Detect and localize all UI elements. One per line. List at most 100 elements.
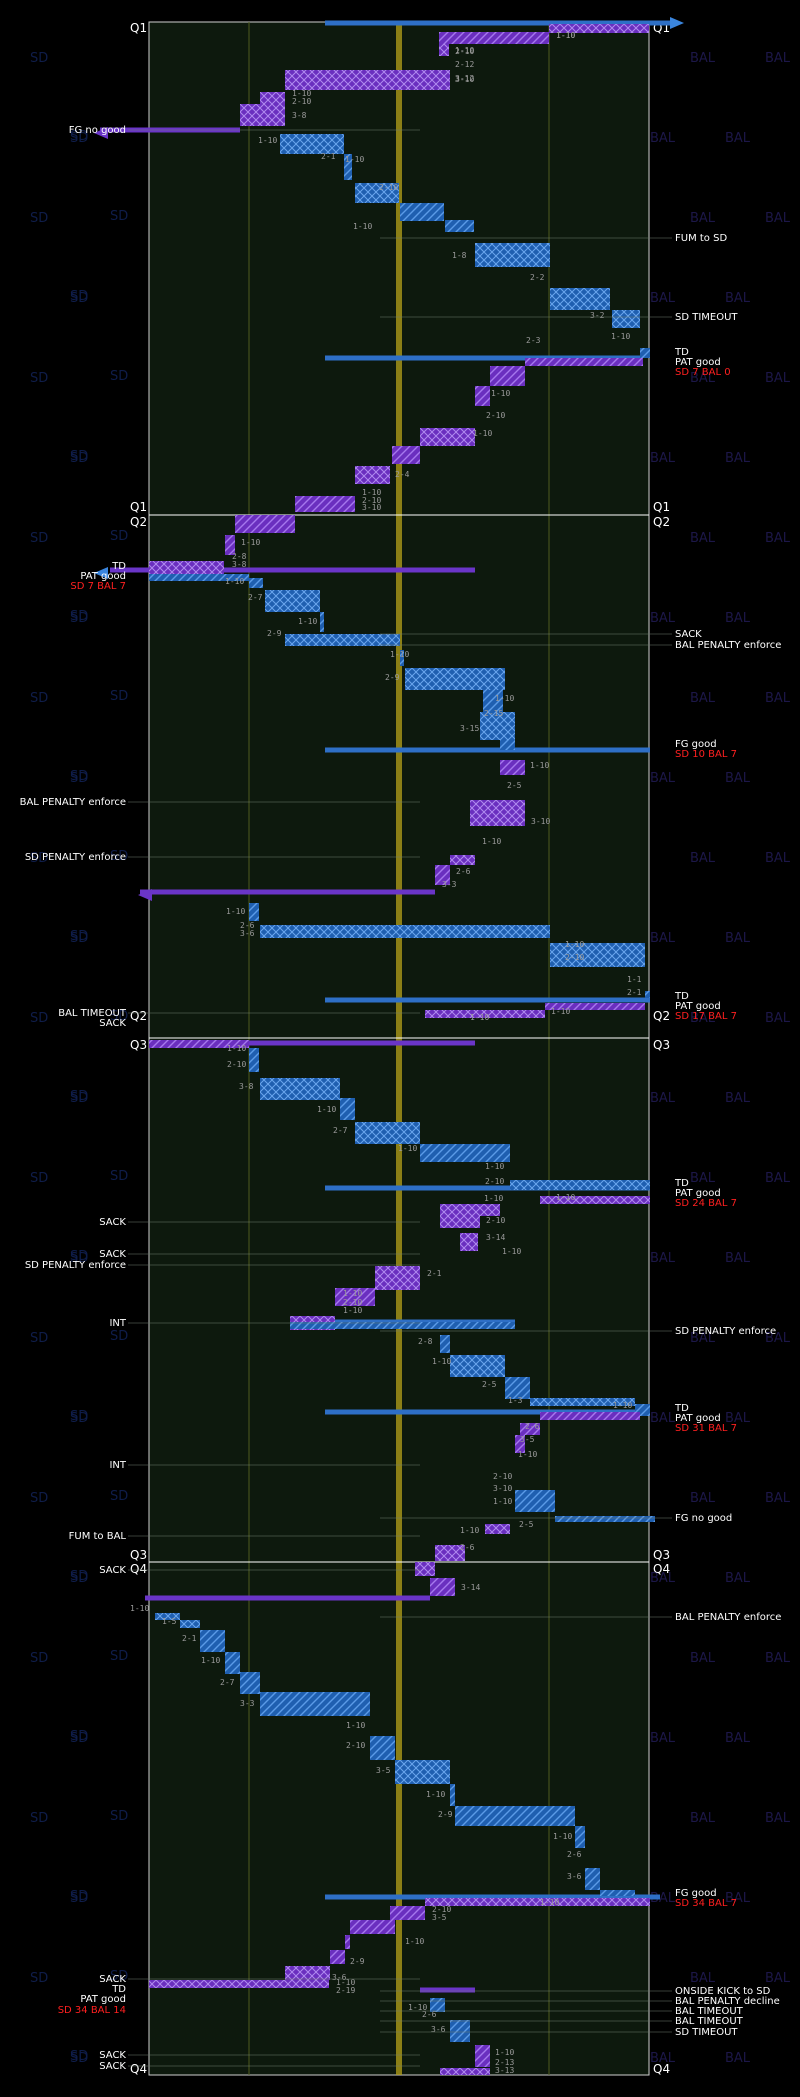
down-distance-label: 2-6 [460, 1543, 475, 1552]
down-distance-label: 2-6 [567, 1850, 582, 1859]
watermark-bal: BAL [690, 851, 716, 866]
sd-play-bar [480, 712, 515, 740]
bal-play-bar [470, 800, 525, 826]
watermark-sd: SD [70, 2049, 88, 2064]
down-distance-label: 3-10 [531, 817, 550, 826]
bal-play-bar [335, 1288, 375, 1306]
sd-play-bar [280, 134, 344, 154]
bal-play-bar [440, 1204, 500, 1216]
watermark-sd: SD [110, 1649, 128, 1664]
quarter-label-left: Q2 [130, 1009, 147, 1023]
sd-play-bar [149, 574, 249, 581]
sd-play-bar [249, 1048, 259, 1072]
down-distance-label: 2-5 [507, 781, 522, 790]
down-distance-label: 2-8 [418, 1337, 433, 1346]
down-distance-label: 1-10 [345, 155, 364, 164]
bal-play-bar [475, 386, 490, 406]
sd-play-bar [645, 991, 650, 998]
bal-play-bar [545, 1003, 645, 1010]
watermark-sd: SD [70, 1409, 88, 1424]
watermark-bal: BAL [690, 1811, 716, 1826]
watermark-bal: BAL [765, 851, 791, 866]
watermark-bal: BAL [725, 291, 751, 306]
event-label-right: PAT good [675, 1413, 721, 1424]
down-distance-label: 1-10 [484, 1194, 503, 1203]
down-distance-label: 1-10 [298, 617, 317, 626]
watermark-bal: BAL [690, 1491, 716, 1506]
down-distance-label: 2-9 [438, 1810, 453, 1819]
watermark-sd: SD [70, 289, 88, 304]
event-label-left: INT [109, 1318, 126, 1329]
bal-play-bar [330, 1950, 345, 1964]
down-distance-label: 1-10 [518, 1450, 537, 1459]
sd-play-bar [260, 925, 550, 938]
down-distance-label: 2-10 [486, 411, 505, 420]
watermark-sd: SD [70, 449, 88, 464]
watermark-bal: BAL [690, 371, 716, 386]
bal-play-bar [350, 1920, 395, 1934]
down-distance-label: 1-3 [508, 1396, 523, 1405]
event-label-right: ONSIDE KICK to SD [675, 1986, 771, 1997]
down-distance-label: 2-10 [362, 496, 381, 505]
watermark-sd: SD [70, 451, 88, 466]
sd-play-bar [285, 634, 400, 646]
watermark-sd: SD [30, 1491, 48, 1506]
sd-play-bar [355, 183, 399, 203]
event-label-left: TD [111, 561, 126, 572]
watermark-sd: SD [70, 131, 88, 146]
bal-play-bar [430, 1578, 455, 1596]
watermark-bal: BAL [765, 211, 791, 226]
watermark-bal: BAL [725, 1091, 751, 1106]
watermark-bal: BAL [650, 451, 676, 466]
sd-play-bar [249, 578, 263, 588]
bal-play-bar [390, 1906, 425, 1920]
watermark-bal: BAL [765, 1011, 791, 1026]
quarter-label-left: Q2 [130, 515, 147, 529]
watermark-bal: BAL [650, 131, 676, 146]
down-distance-label: 3-14 [486, 1233, 505, 1242]
watermark-sd: SD [30, 1811, 48, 1826]
down-distance-label: 2-1 [427, 1269, 442, 1278]
watermark-sd: SD [70, 1731, 88, 1746]
down-distance-label: 3-8 [232, 560, 247, 569]
down-distance-label: 1-10 [553, 1832, 572, 1841]
sd-play-bar [260, 1078, 340, 1100]
watermark-bal: BAL [690, 1171, 716, 1186]
down-distance-label: 2-9 [267, 629, 282, 638]
watermark-bal: BAL [650, 1251, 676, 1266]
sd-play-bar [475, 243, 550, 267]
down-distance-label: 2-8 [232, 552, 247, 561]
down-distance-label: 3-8 [239, 1082, 254, 1091]
down-distance-label: 1-10 [405, 1937, 424, 1946]
watermark-sd: SD [30, 1331, 48, 1346]
event-label-left: SACK [99, 1974, 126, 1985]
down-distance-label: 1-10 [493, 1497, 512, 1506]
event-label-right: BAL TIMEOUT [675, 2006, 744, 2017]
bal-play-bar [440, 2068, 490, 2075]
watermark-sd: SD [30, 1971, 48, 1986]
bal-play-bar [240, 104, 285, 126]
event-label-right: SD TIMEOUT [675, 2027, 738, 2038]
event-label-left: BAL TIMEOUT [58, 1008, 127, 1019]
bal-play-bar [490, 366, 525, 386]
sd-play-bar [450, 1784, 455, 1806]
watermark-sd: SD [110, 529, 128, 544]
watermark-bal: BAL [690, 1331, 716, 1346]
down-distance-label: 1-10 [225, 577, 244, 586]
event-label-left: SACK [99, 1249, 126, 1260]
watermark-bal: BAL [765, 51, 791, 66]
down-distance-label: 2-10 [486, 1216, 505, 1225]
watermark-sd: SD [70, 1091, 88, 1106]
down-distance-label: 2-13 [495, 2058, 514, 2067]
quarter-label-right: Q4 [653, 1562, 670, 1576]
down-distance-label: 2-7 [248, 593, 263, 602]
down-distance-label: 3-3 [442, 880, 457, 889]
watermark-bal: BAL [650, 1731, 676, 1746]
score-right: SD 17 BAL 7 [675, 1011, 737, 1022]
bal-play-bar [285, 70, 450, 90]
down-distance-label: 2-19 [336, 1986, 355, 1995]
quarter-label-left: Q1 [130, 500, 147, 514]
down-distance-label: 1-10 [362, 488, 381, 497]
down-distance-label: 1-10 [226, 907, 245, 916]
quarter-label-left: Q4 [130, 2062, 147, 2076]
